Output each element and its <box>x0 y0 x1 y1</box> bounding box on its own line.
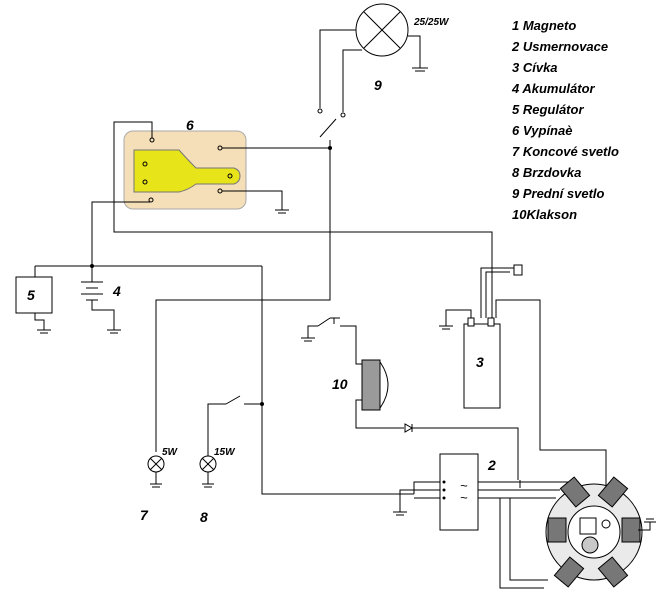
ac-symbol: ~ <box>460 490 468 505</box>
label-8: 8 <box>200 509 208 525</box>
ac-symbol: ~ <box>460 478 468 493</box>
label-2: 2 <box>487 457 496 473</box>
label-3: 3 <box>476 354 484 370</box>
battery: 4 <box>35 264 262 334</box>
legend: 1 Magneto 2 Usmernovace 3 Cívka 4 Akumul… <box>511 18 619 222</box>
legend-item: 9 Prední svetlo <box>512 186 605 201</box>
brake-lamp: 15W 8 <box>199 395 262 525</box>
tail-lamp: 5W 7 <box>140 447 179 523</box>
diode-icon <box>404 423 414 433</box>
breaker-points <box>579 517 597 535</box>
regulator-box <box>15 276 53 314</box>
legend-item: 2 Usmernovace <box>511 39 608 54</box>
legend-item: 4 Akumulátor <box>511 81 596 96</box>
tail-rating: 5W <box>162 447 179 458</box>
rectifier-box <box>439 453 479 531</box>
spark-plug-cap <box>513 264 523 276</box>
label-6: 6 <box>186 117 194 133</box>
horn-button <box>317 317 331 327</box>
legend-item: 3 Cívka <box>512 60 558 75</box>
horn-icon <box>361 359 381 411</box>
label-10: 10 <box>332 376 348 392</box>
legend-item: 1 Magneto <box>512 18 576 33</box>
legend-item: 7 Koncové svetlo <box>512 144 619 159</box>
horn: 10 <box>301 317 519 480</box>
switch-key-icon <box>133 149 241 193</box>
legend-item: 10Klakson <box>512 207 577 222</box>
label-9: 9 <box>374 77 382 93</box>
headlamp: 25/25W 9 <box>155 3 450 452</box>
magneto: 1 <box>545 476 656 588</box>
legend-item: 6 Vypínaè <box>512 123 572 138</box>
coil-box <box>463 323 501 409</box>
brake-rating: 15W <box>214 447 236 458</box>
brake-switch <box>225 395 241 405</box>
label-5: 5 <box>27 287 35 303</box>
rectifier: 2 ~ ~ <box>393 453 572 589</box>
ignition-coil: 3 <box>439 264 607 494</box>
headlamp-rating: 25/25W <box>413 17 450 28</box>
regulator: 5 <box>15 266 53 334</box>
legend-item: 5 Regulátor <box>512 102 584 117</box>
ignition-switch: 6 <box>91 117 493 318</box>
label-4: 4 <box>112 283 121 299</box>
label-7: 7 <box>140 507 149 523</box>
dimmer-switch <box>319 118 337 138</box>
legend-item: 8 Brzdovka <box>512 165 581 180</box>
